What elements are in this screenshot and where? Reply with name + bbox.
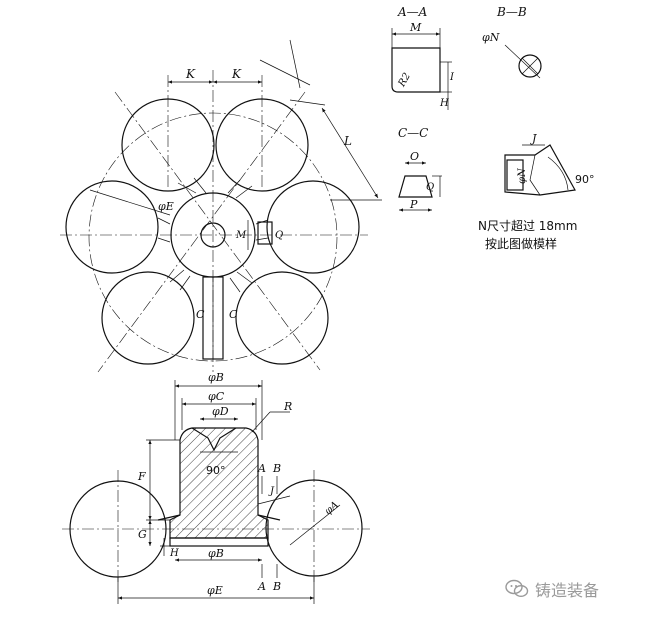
bb-label-phiN: φN xyxy=(482,31,500,44)
sphere-bottom-right xyxy=(235,271,329,365)
label-phiA: φA xyxy=(323,500,341,518)
aa-label-H: H xyxy=(439,98,449,109)
label-H: H xyxy=(169,548,179,559)
watermark-text: 铸造装备 xyxy=(535,581,600,600)
label-G: G xyxy=(138,528,147,541)
label-phiB-bot: φB xyxy=(208,547,224,560)
aa-label-I: I xyxy=(449,72,455,83)
section-bb-title: B—B xyxy=(496,5,527,19)
label-M: M xyxy=(235,230,247,241)
cc-label-P: P xyxy=(409,198,418,211)
cc-profile xyxy=(398,175,433,198)
aa-label-R2: R2 xyxy=(396,71,413,89)
note-line1: N尺寸超过 18mm xyxy=(478,218,577,233)
label-K1: K xyxy=(185,67,196,81)
label-phiE-top: φE xyxy=(158,200,174,213)
label-C2: C xyxy=(229,308,238,321)
cc-label-O: O xyxy=(410,150,419,163)
label-K2: K xyxy=(231,67,242,81)
aa-profile xyxy=(391,47,441,93)
label-phiC: φC xyxy=(208,390,225,403)
label-F: F xyxy=(137,470,146,483)
sprue-body xyxy=(169,427,269,539)
label-90: 90° xyxy=(206,464,226,477)
bb-circle xyxy=(518,54,542,78)
det-label-90: 90° xyxy=(575,173,595,186)
label-J: J xyxy=(268,486,275,497)
sphere-bottom-left xyxy=(101,271,195,365)
label-phiE-bot: φE xyxy=(207,584,223,597)
watermark: 铸造装备 xyxy=(505,576,599,602)
label-L: L xyxy=(343,134,352,148)
top-view: K K L φE M Q C C xyxy=(60,39,382,373)
section-cc: C—C O Q P xyxy=(398,126,442,212)
wechat-icon xyxy=(505,579,529,598)
section-bb: B—B φN xyxy=(482,5,542,79)
label-phiD: φD xyxy=(212,405,229,418)
label-Q-top: Q xyxy=(275,230,283,241)
front-view: 90° φB φC φD R F G H φB xyxy=(62,371,370,604)
sprue-base xyxy=(169,537,269,547)
detail-view: J φN 90° xyxy=(504,132,595,196)
section-aa: A—A M R2 I H xyxy=(391,5,455,110)
cc-label-Q: Q xyxy=(426,182,434,193)
label-B-down: B xyxy=(272,580,281,593)
aa-label-M: M xyxy=(409,21,422,34)
det-label-phiN: φN xyxy=(517,167,528,184)
section-cc-title: C—C xyxy=(398,126,428,140)
sphere-left xyxy=(65,180,159,274)
label-B-up: B xyxy=(272,462,281,475)
det-profile xyxy=(504,144,576,196)
label-A-up: A xyxy=(257,462,266,475)
label-C1: C xyxy=(196,308,205,321)
det-label-J: J xyxy=(530,132,537,145)
section-aa-title: A—A xyxy=(397,5,428,19)
label-phiB-top: φB xyxy=(208,371,224,384)
label-A-down: A xyxy=(257,580,266,593)
label-R: R xyxy=(283,400,292,413)
sphere-right xyxy=(266,180,360,274)
note-line2: 按此图做模样 xyxy=(485,236,557,251)
